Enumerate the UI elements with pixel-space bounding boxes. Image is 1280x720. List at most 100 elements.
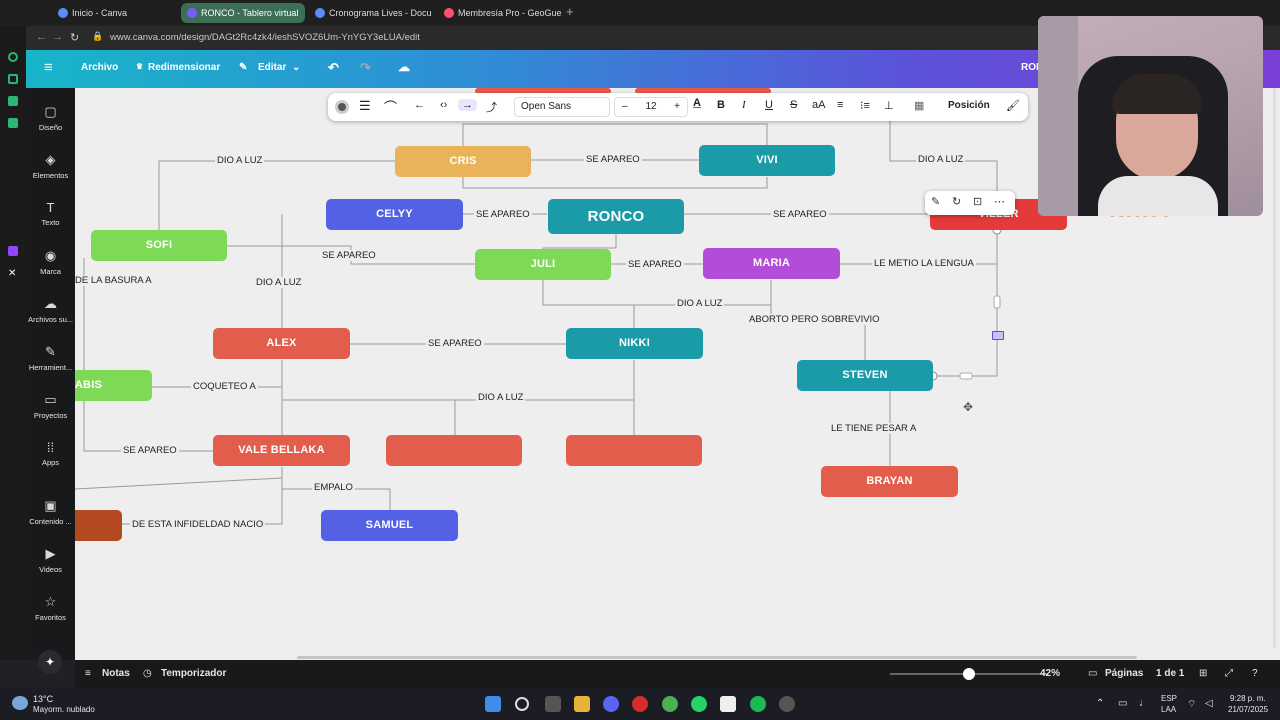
connector-label[interactable]: ABORTO PERO SOBREVIVIO	[747, 314, 882, 325]
node-ronco[interactable]: RONCO	[548, 199, 684, 234]
sidebar-item-archivos[interactable]: ☁Archivos su...	[26, 296, 75, 324]
node-alex[interactable]: ALEX	[213, 328, 350, 359]
node-steven[interactable]: STEVEN	[797, 360, 933, 391]
battery-icon[interactable]: ▭	[1118, 698, 1128, 709]
magic-sparkle-icon[interactable]: ✦	[38, 650, 62, 674]
list-icon[interactable]: ⁝≡	[860, 100, 870, 112]
task-view-icon[interactable]	[545, 696, 561, 712]
node-partial-brown[interactable]	[75, 510, 122, 541]
arrow-left-icon[interactable]: ←	[414, 99, 425, 111]
connector-midpoint-handle[interactable]	[993, 295, 1001, 309]
node-juli[interactable]: JULI	[475, 249, 611, 280]
tab-ronco-tablero[interactable]: RONCO - Tablero virtual	[181, 3, 305, 23]
sidebar-item-favoritos[interactable]: ☆Favoritos	[26, 594, 75, 622]
font-size-stepper[interactable]: – 12 +	[614, 97, 688, 117]
sidebar-item-proyectos[interactable]: ▭Proyectos	[26, 392, 75, 420]
app-icon[interactable]	[8, 118, 18, 128]
line-weight-icon[interactable]: ☰	[359, 98, 371, 113]
elbow-line-icon[interactable]: ⤴	[486, 102, 497, 114]
clock-time[interactable]: 9:28 p. m.	[1230, 694, 1266, 703]
help-icon[interactable]: ?	[1252, 668, 1258, 679]
redo-icon[interactable]: ↷	[360, 60, 371, 75]
align-center-icon[interactable]: ≡	[837, 99, 844, 111]
sidebar-item-contenido[interactable]: ▣Contenido ...	[26, 498, 75, 526]
design-title-button[interactable]: RON	[1021, 62, 1044, 73]
connector-label[interactable]: LE TIENE PESAR A	[829, 423, 919, 434]
back-icon[interactable]: ←	[36, 31, 47, 43]
curve-icon[interactable]: ⌒	[384, 100, 398, 115]
notion-icon[interactable]	[720, 696, 736, 712]
forward-icon[interactable]: →	[52, 31, 63, 43]
language-primary[interactable]: ESP	[1161, 694, 1178, 703]
node-empty[interactable]	[566, 435, 702, 466]
connector-label[interactable]: SE APAREO	[584, 154, 642, 165]
sidebar-item-herramientas[interactable]: ✎Herramient...	[26, 344, 75, 372]
sidebar-item-marca[interactable]: ◉Marca	[26, 248, 75, 276]
tab-cronograma[interactable]: Cronograma Lives - Docu	[309, 3, 433, 23]
archivo-button[interactable]: Archivo	[81, 62, 119, 73]
url-field[interactable]: www.canva.com/design/DAGt2Rc4zk4/ieshSVO…	[110, 32, 420, 43]
node-brayan[interactable]: BRAYAN	[821, 466, 958, 497]
connector-label[interactable]: COQUETEO A	[191, 381, 258, 392]
weather-icon[interactable]	[12, 696, 28, 710]
sidebar-item-videos[interactable]: ▶Videos	[26, 546, 75, 574]
cloud-sync-icon[interactable]: ☁	[398, 60, 410, 74]
clock-date[interactable]: 21/07/2025	[1228, 705, 1269, 714]
obs-icon[interactable]	[779, 696, 795, 712]
volume-icon[interactable]: ◁	[1205, 698, 1213, 709]
italic-icon[interactable]: I	[742, 99, 746, 111]
mic-icon[interactable]: ♩	[1139, 698, 1149, 709]
node-celyy[interactable]: CELYY	[326, 199, 463, 230]
letter-case-icon[interactable]: aA	[812, 99, 826, 111]
search-icon[interactable]	[515, 697, 529, 711]
connector-label[interactable]: SE APAREO	[320, 250, 378, 261]
node-cris[interactable]: CRIS	[395, 146, 531, 177]
node-samuel[interactable]: SAMUEL	[321, 510, 458, 541]
partial-node-top[interactable]	[475, 88, 611, 94]
fullscreen-icon[interactable]: ⤢	[1225, 668, 1233, 679]
size-minus-button[interactable]: –	[622, 101, 628, 112]
replace-icon[interactable]: ↻	[952, 196, 962, 208]
sidebar-item-elementos[interactable]: ◈Elementos	[26, 152, 75, 180]
connector-label[interactable]: SE APAREO	[426, 338, 484, 349]
size-plus-button[interactable]: +	[674, 101, 680, 112]
opera-gx-icon[interactable]	[632, 696, 648, 712]
node-vivi[interactable]: VIVI	[699, 145, 835, 176]
node-vale-bellaka[interactable]: VALE BELLAKA	[213, 435, 350, 466]
magic-edit-icon[interactable]: ✎	[931, 196, 941, 208]
vertical-scrollbar[interactable]	[1273, 88, 1276, 648]
more-options-icon[interactable]: ⋯	[994, 196, 1005, 208]
connector-label[interactable]: SE APAREO	[626, 259, 684, 270]
bold-icon[interactable]: B	[717, 99, 725, 111]
connector-label[interactable]: EMPALO	[312, 482, 355, 493]
posicion-button[interactable]: Posición	[948, 100, 990, 111]
new-tab-button[interactable]: +	[566, 4, 574, 19]
move-icon[interactable]: ✥	[963, 400, 974, 414]
zoom-value[interactable]: 42%	[1040, 668, 1061, 679]
notas-button[interactable]: Notas	[102, 668, 130, 679]
temporizador-button[interactable]: Temporizador	[161, 668, 227, 679]
discord-icon[interactable]	[603, 696, 619, 712]
network-icon[interactable]: ⌔	[1187, 699, 1197, 710]
tray-chevron-icon[interactable]: ⌃	[1096, 698, 1105, 709]
notes-icon[interactable]: ≡	[85, 668, 91, 679]
windows-start-icon[interactable]	[485, 696, 501, 712]
weather-temp[interactable]: 13°C	[33, 694, 54, 704]
connector-label[interactable]: SE APAREO	[771, 209, 829, 220]
transparency-icon[interactable]: ▦	[914, 100, 925, 112]
editar-button[interactable]: Editar	[258, 62, 287, 73]
whatsapp-icon[interactable]	[8, 96, 18, 106]
zoom-slider-thumb[interactable]	[963, 668, 975, 680]
node-abis[interactable]: ABIS	[75, 370, 152, 401]
twitch-icon[interactable]	[8, 246, 18, 256]
spotify-icon[interactable]	[750, 696, 766, 712]
opera-icon[interactable]	[8, 52, 18, 62]
connector-label[interactable]: DIO A LUZ	[675, 298, 725, 309]
paint-format-icon[interactable]: 🖌	[1006, 100, 1020, 112]
timer-icon[interactable]: ◷	[143, 668, 152, 679]
paginas-button[interactable]: Páginas	[1105, 668, 1144, 679]
node-sofi[interactable]: SOFI	[91, 230, 227, 261]
underline-icon[interactable]: U	[765, 99, 773, 111]
redimensionar-button[interactable]: Redimensionar	[148, 62, 221, 73]
chrome-icon[interactable]	[662, 696, 678, 712]
